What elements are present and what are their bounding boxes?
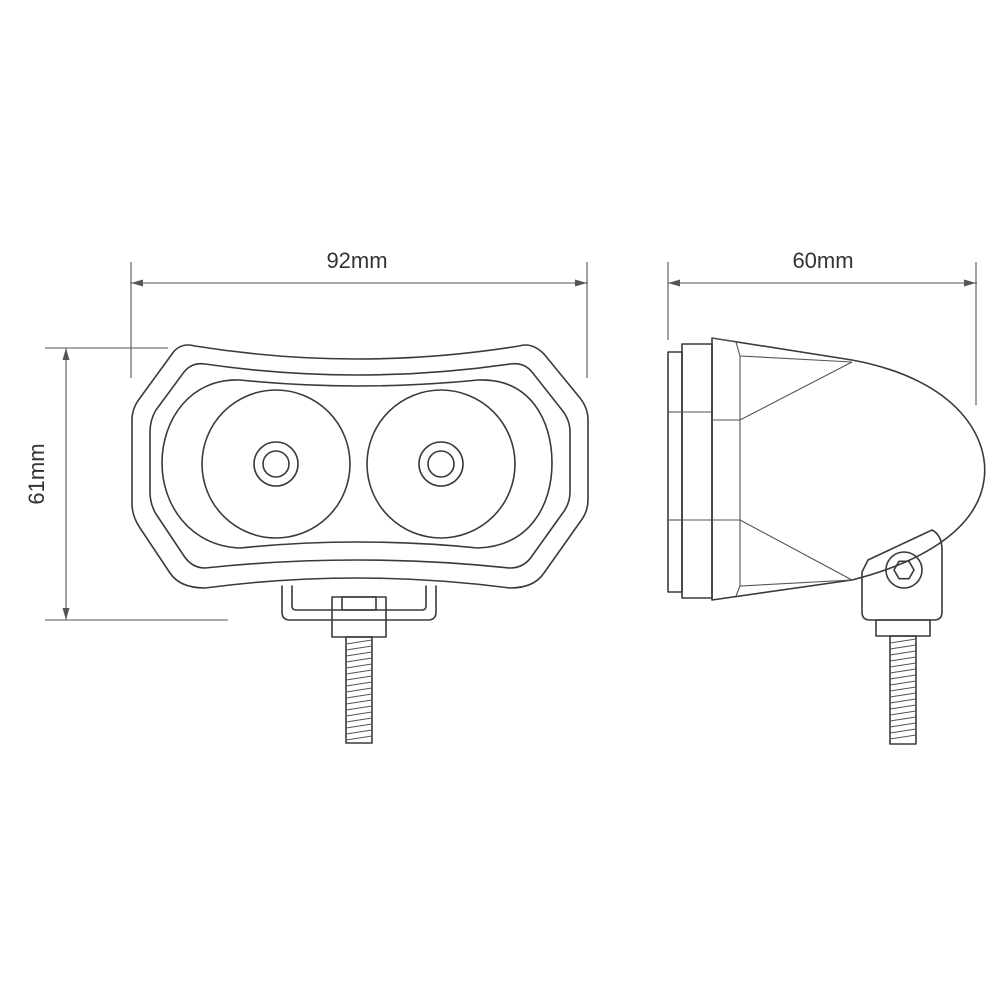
dimension-label-61mm: 61mm xyxy=(24,443,49,504)
lamp-side-view xyxy=(667,337,986,745)
side-housing-body xyxy=(711,337,986,601)
hex-bolt-icon xyxy=(893,560,915,580)
dimension-front-width: 92mm xyxy=(130,248,588,378)
side-mount-bolt xyxy=(885,551,923,589)
front-threaded-stud xyxy=(345,636,373,744)
side-bezel-plate xyxy=(667,351,683,593)
left-led-icon xyxy=(262,450,290,478)
lamp-front-view xyxy=(131,344,589,744)
side-mount-bracket xyxy=(861,529,943,621)
left-led-ring xyxy=(253,441,299,487)
right-led-icon xyxy=(427,450,455,478)
dimension-label-92mm: 92mm xyxy=(326,248,387,273)
side-threaded-stud xyxy=(889,635,917,745)
front-mount-nut xyxy=(331,596,387,638)
dimension-front-height: 61mm xyxy=(24,347,228,621)
left-reflector xyxy=(201,389,351,539)
side-mount-nut xyxy=(875,619,931,637)
right-reflector xyxy=(366,389,516,539)
front-housing-outer xyxy=(131,344,589,589)
right-led-ring xyxy=(418,441,464,487)
front-lens-window xyxy=(161,379,553,549)
dimension-label-60mm: 60mm xyxy=(792,248,853,273)
front-mount-bracket xyxy=(281,585,437,621)
front-housing-inner xyxy=(149,362,571,569)
dimension-side-depth: 60mm xyxy=(667,248,977,405)
